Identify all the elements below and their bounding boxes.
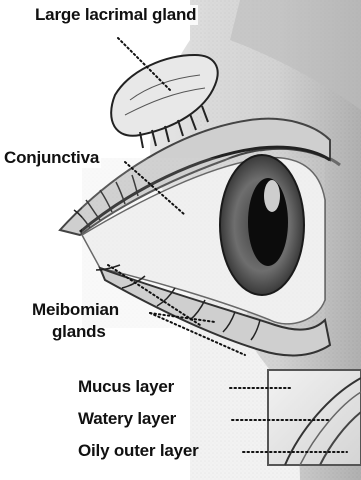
label-watery-layer: Watery layer	[78, 409, 176, 429]
tear-film-inset	[268, 370, 361, 465]
label-mucus-layer: Mucus layer	[78, 377, 174, 397]
eye-highlight	[264, 180, 280, 212]
label-large-lacrimal-gland: Large lacrimal gland	[33, 5, 198, 25]
label-conjunctiva: Conjunctiva	[2, 148, 101, 168]
label-meibomian-line1: Meibomian	[32, 300, 119, 320]
label-oily-outer-layer: Oily outer layer	[78, 441, 199, 461]
label-meibomian-line2: glands	[52, 322, 106, 342]
